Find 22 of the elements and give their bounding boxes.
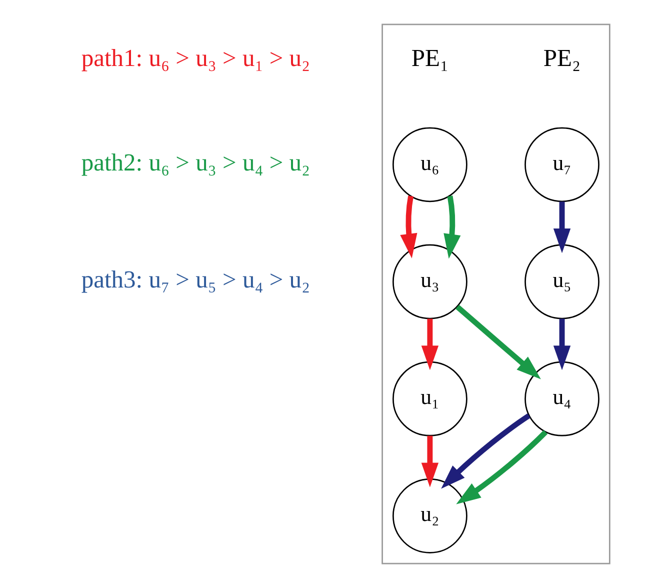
node-circle: u₆ — [392, 127, 468, 202]
node-circle: u₅ — [524, 244, 600, 320]
label: path1: u₆ > u₃ > u₁ > u₂ — [81, 44, 310, 72]
label: PE₁ — [411, 44, 449, 72]
node-circle: u₂ — [392, 478, 468, 554]
arrow — [553, 202, 571, 254]
node-circle: u₇ — [524, 127, 600, 202]
arrow — [421, 436, 439, 488]
arrow — [421, 318, 439, 370]
label: path3: u₇ > u₅ > u₄ > u₂ — [81, 266, 310, 294]
arrow — [456, 430, 548, 504]
arrow — [441, 413, 530, 489]
node-circle: u₄ — [524, 361, 600, 436]
node-circle: u₃ — [392, 244, 468, 320]
label: PE₂ — [543, 44, 581, 72]
arrow — [553, 318, 571, 370]
node-circle: u₁ — [392, 361, 468, 436]
label: path2: u₆ > u₃ > u₄ > u₂ — [81, 150, 310, 177]
arrow — [456, 304, 541, 380]
cluster — [382, 24, 610, 564]
arrow — [400, 196, 418, 258]
arrow — [444, 196, 461, 259]
